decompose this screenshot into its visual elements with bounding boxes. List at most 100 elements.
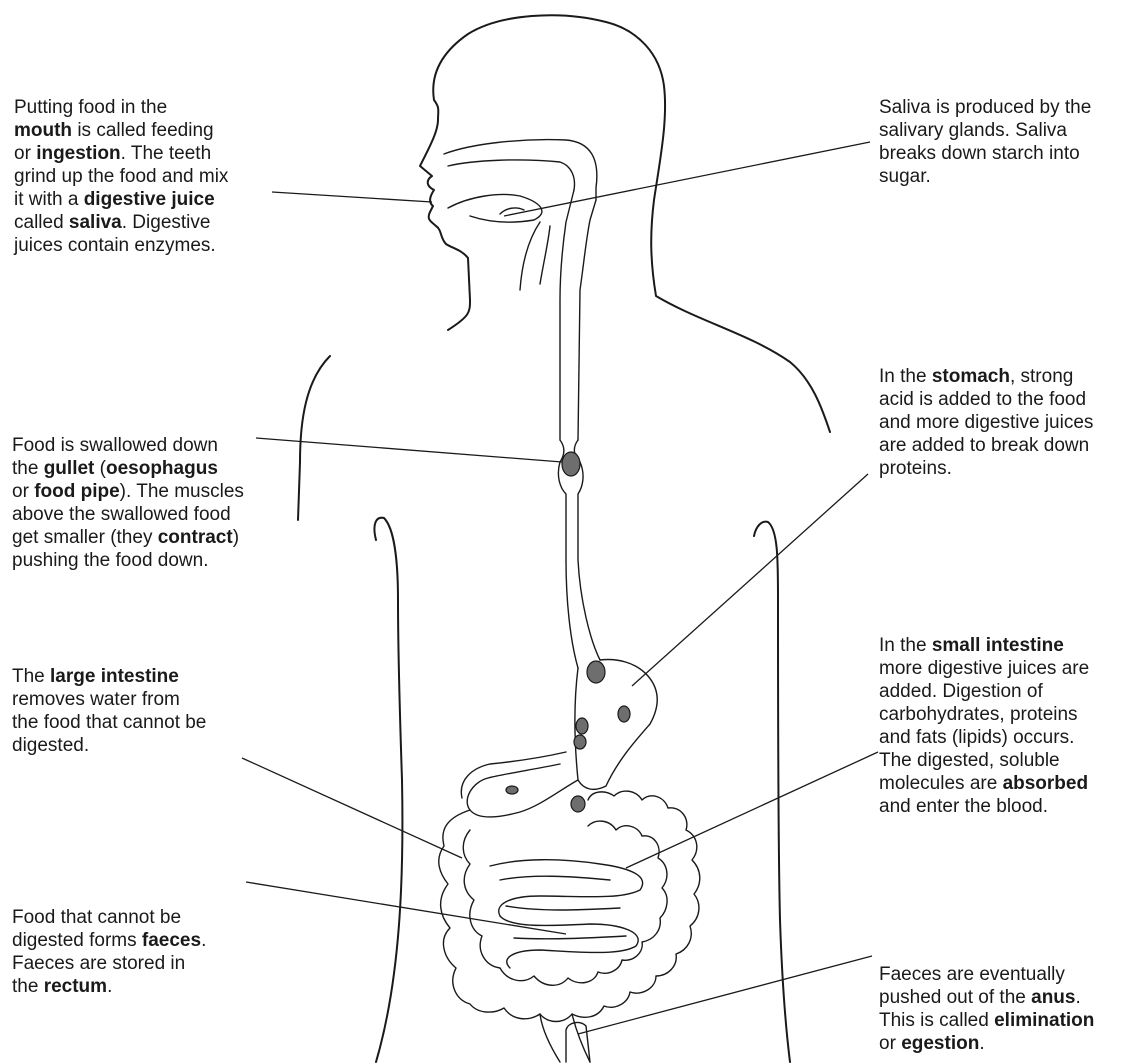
annotation-text: and enter the blood. — [879, 796, 1048, 817]
annotation-line: breaks down starch into — [879, 142, 1091, 165]
annotation-text: ). The muscles — [120, 481, 244, 502]
annotation-line: Faeces are stored in — [12, 952, 206, 975]
annotation-text: proteins. — [879, 458, 952, 479]
annotation-text: . — [107, 976, 112, 997]
annotation-line: and fats (lipids) occurs. — [879, 726, 1089, 749]
small-intestine — [490, 860, 643, 968]
right-torso-outline — [754, 522, 790, 1062]
annotation-text: juices contain enzymes. — [14, 235, 216, 256]
annotation-term: absorbed — [1003, 773, 1089, 794]
annotation-term: contract — [158, 527, 233, 548]
food-bolus-gullet — [562, 452, 580, 476]
annotation-text: is called feeding — [72, 120, 214, 141]
annotation-term: saliva — [69, 212, 122, 233]
annotation-term: gullet — [44, 458, 95, 479]
leader-large-intestine — [242, 758, 462, 858]
annotation-line: pushed out of the anus. — [879, 986, 1094, 1009]
annotation-term: faeces — [142, 930, 201, 951]
annotation-text: sugar. — [879, 166, 931, 187]
annotation-term: food pipe — [34, 481, 119, 502]
annotation-small-intestine: In the small intestinemore digestive jui… — [879, 634, 1089, 818]
annotation-line: sugar. — [879, 165, 1091, 188]
annotation-text: . Digestive — [122, 212, 211, 233]
annotation-text: are added to break down — [879, 435, 1089, 456]
annotation-large-intestine: The large intestineremoves water fromthe… — [12, 665, 206, 757]
food-bolus-stomach-2 — [618, 706, 630, 722]
large-intestine-inner — [463, 821, 667, 985]
leader-anus — [578, 956, 872, 1034]
throat-back — [560, 190, 596, 440]
annotation-line: added. Digestion of — [879, 680, 1089, 703]
annotation-text: Putting food in the — [14, 97, 167, 118]
annotation-line: called saliva. Digestive — [14, 211, 228, 234]
annotation-line: or egestion. — [879, 1032, 1094, 1055]
annotation-line: digested forms faeces. — [12, 929, 206, 952]
annotation-line: are added to break down — [879, 434, 1093, 457]
leader-mouth — [272, 192, 432, 202]
annotation-line: and more digestive juices — [879, 411, 1093, 434]
annotation-text: grind up the food and mix — [14, 166, 228, 187]
annotation-term: oesophagus — [106, 458, 218, 479]
annotation-text: The digested, soluble — [879, 750, 1060, 771]
annotation-text: pushing the food down. — [12, 550, 209, 571]
annotation-text: . The teeth — [121, 143, 212, 164]
food-bolus-stomach-4 — [574, 735, 586, 749]
annotation-line: Food that cannot be — [12, 906, 206, 929]
annotation-line: the gullet (oesophagus — [12, 457, 244, 480]
annotation-line: or food pipe). The muscles — [12, 480, 244, 503]
annotation-text: , strong — [1010, 366, 1073, 387]
tongue — [448, 195, 542, 223]
leader-gullet — [256, 438, 562, 462]
annotation-text: added. Digestion of — [879, 681, 1043, 702]
annotation-line: proteins. — [879, 457, 1093, 480]
annotation-text: Faeces are eventually — [879, 964, 1065, 985]
annotation-line: salivary glands. Saliva — [879, 119, 1091, 142]
annotation-line: it with a digestive juice — [14, 188, 228, 211]
food-bolus-stomach-1 — [587, 661, 605, 683]
annotation-rectum: Food that cannot bedigested forms faeces… — [12, 906, 206, 998]
annotation-line: more digestive juices are — [879, 657, 1089, 680]
annotation-gullet: Food is swallowed downthe gullet (oesoph… — [12, 434, 244, 572]
annotation-text: above the swallowed food — [12, 504, 231, 525]
annotation-text: ( — [94, 458, 106, 479]
annotation-line: removes water from — [12, 688, 206, 711]
leader-saliva — [504, 142, 870, 216]
annotation-line: This is called elimination — [879, 1009, 1094, 1032]
annotation-text: . — [979, 1033, 984, 1054]
annotation-stomach: In the stomach, strongacid is added to t… — [879, 365, 1093, 480]
annotation-text: and fats (lipids) occurs. — [879, 727, 1074, 748]
leader-small-intestine — [626, 752, 878, 868]
annotation-text: The — [12, 666, 50, 687]
annotation-text: salivary glands. Saliva — [879, 120, 1067, 141]
annotation-term: anus — [1031, 987, 1075, 1008]
annotation-line: In the stomach, strong — [879, 365, 1093, 388]
annotation-line: the food that cannot be — [12, 711, 206, 734]
annotation-text: molecules are — [879, 773, 1003, 794]
food-bolus-stomach-3 — [576, 718, 588, 734]
annotation-line: Food is swallowed down — [12, 434, 244, 457]
annotation-term: stomach — [932, 366, 1010, 387]
annotation-term: egestion — [901, 1033, 979, 1054]
annotation-line: Saliva is produced by the — [879, 96, 1091, 119]
annotation-text: In the — [879, 366, 932, 387]
annotation-text: pushed out of the — [879, 987, 1031, 1008]
annotation-text: more digestive juices are — [879, 658, 1089, 679]
annotation-text: the — [12, 458, 44, 479]
annotation-text: acid is added to the food — [879, 389, 1086, 410]
annotation-line: or ingestion. The teeth — [14, 142, 228, 165]
annotation-text: Food is swallowed down — [12, 435, 218, 456]
annotation-text: or — [879, 1033, 901, 1054]
rectum — [540, 1014, 590, 1062]
annotation-text: the food that cannot be — [12, 712, 206, 733]
annotation-text: carbohydrates, proteins — [879, 704, 1078, 725]
annotation-line: above the swallowed food — [12, 503, 244, 526]
annotation-text: Saliva is produced by the — [879, 97, 1091, 118]
annotation-line: carbohydrates, proteins — [879, 703, 1089, 726]
annotation-line: digested. — [12, 734, 206, 757]
body-outline — [420, 15, 830, 432]
annotation-line: pushing the food down. — [12, 549, 244, 572]
annotation-text: Food that cannot be — [12, 907, 181, 928]
annotation-text: it with a — [14, 189, 84, 210]
annotation-line: get smaller (they contract) — [12, 526, 244, 549]
annotation-text: . — [201, 930, 206, 951]
